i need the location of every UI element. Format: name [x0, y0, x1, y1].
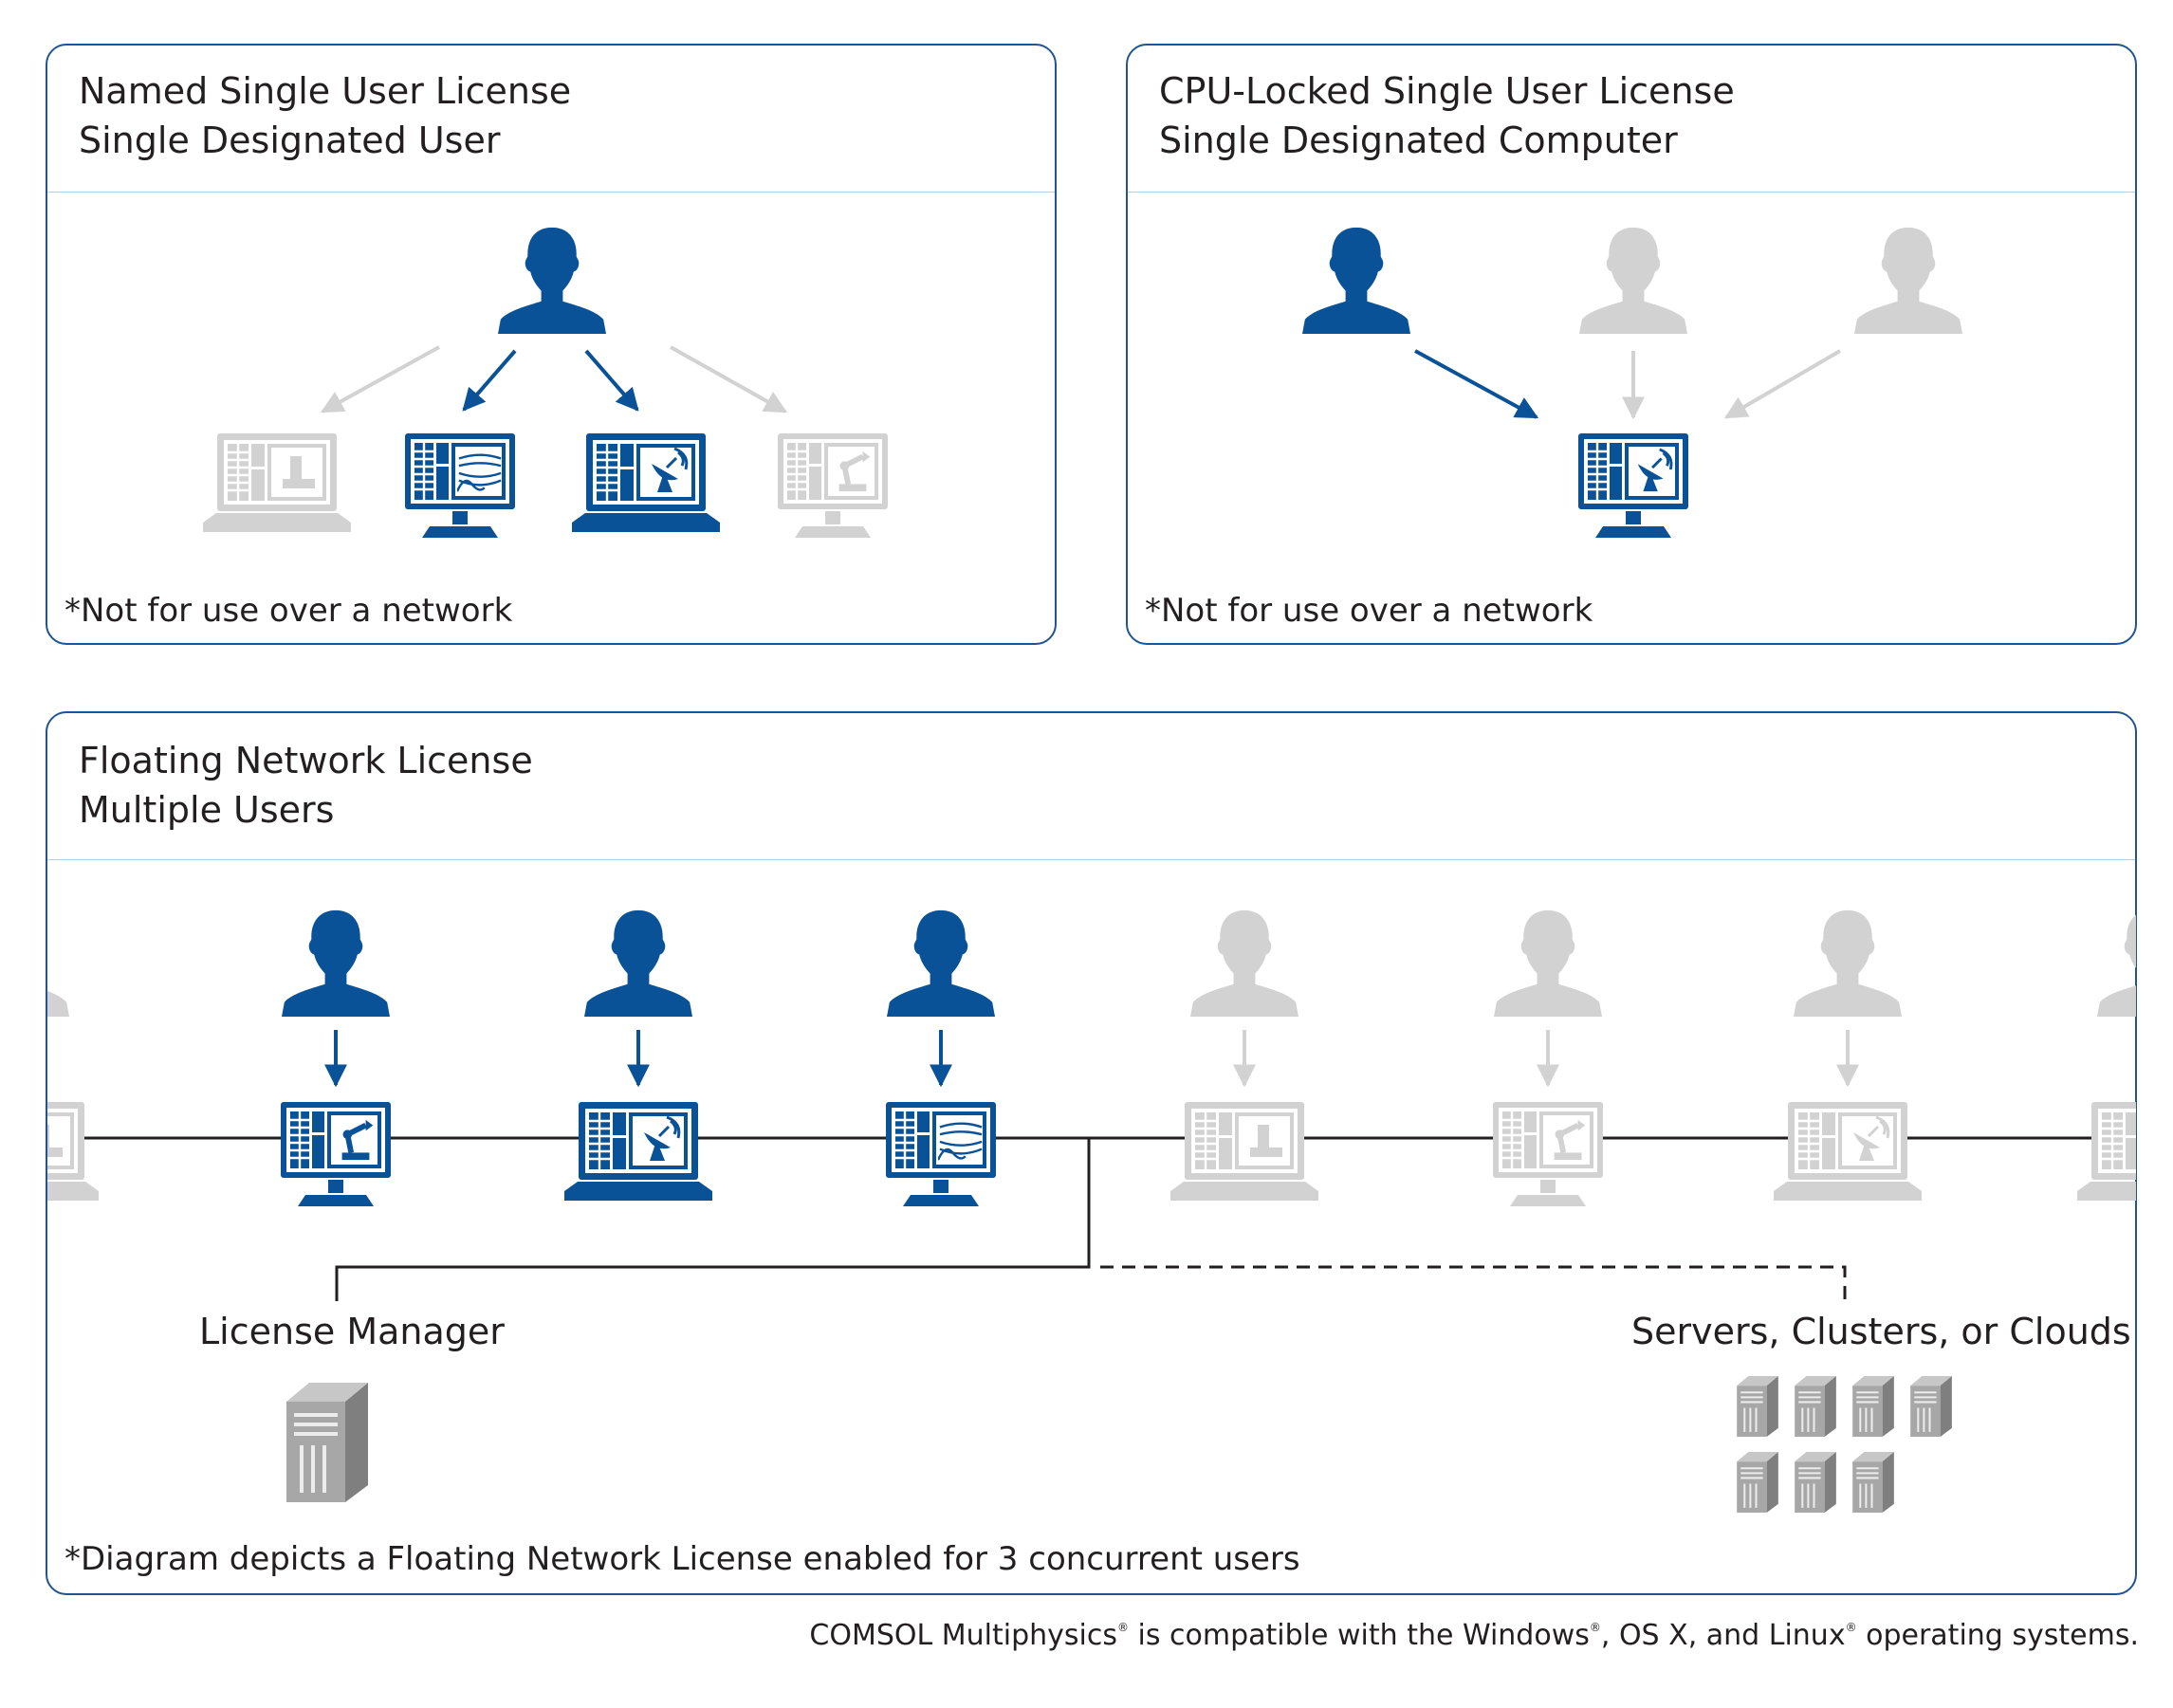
arrow-gray: [1723, 349, 1842, 419]
registered-mark: ®: [1589, 1621, 1601, 1634]
user-icon: [886, 909, 996, 1017]
server-icon: [1794, 1451, 1837, 1514]
panel-note: *Not for use over a network: [1145, 592, 1593, 630]
wave-graphic-icon: [938, 1115, 984, 1163]
user-icon: [1189, 909, 1299, 1017]
user-icon: [497, 226, 607, 334]
user-icon: [47, 909, 70, 1017]
footer-product: COMSOL Multiphysics: [809, 1619, 1117, 1652]
block-graphic-icon: [47, 1115, 72, 1163]
footer-text: , OS X, and Linux: [1600, 1619, 1846, 1652]
panel-header: Floating Network License Multiple Users: [47, 713, 2135, 860]
servers-link: [1100, 1265, 1847, 1301]
laptop-icon: [2075, 1100, 2136, 1210]
panel-subtitle: Single Designated User: [79, 119, 501, 161]
robot-arm-icon: [333, 1115, 378, 1163]
arrow-blue: [462, 349, 517, 412]
user-icon: [2096, 909, 2136, 1017]
named-license-panel: Named Single User License Single Designa…: [46, 44, 1057, 645]
arrow-gray: [670, 345, 788, 413]
block-graphic-icon: [1244, 1115, 1292, 1163]
server-icon: [1851, 1451, 1895, 1514]
user-icon: [583, 909, 693, 1017]
floating-icons-area: [47, 854, 2136, 1593]
satellite-dish-icon: [1846, 1115, 1893, 1163]
license-manager-link: [335, 1138, 1091, 1301]
satellite-dish-icon: [1630, 447, 1676, 494]
registered-mark: ®: [1845, 1621, 1857, 1634]
server-icon: [1851, 1375, 1895, 1438]
user-icon: [1853, 226, 1963, 334]
user-icon: [1493, 909, 1603, 1017]
user-icon: [281, 909, 391, 1017]
server-icon: [1736, 1451, 1779, 1514]
footer-text: is compatible with the Windows: [1129, 1619, 1590, 1652]
servers-label: Servers, Clusters, or Clouds: [1631, 1311, 2131, 1352]
panel-note: *Diagram depicts a Floating Network Lice…: [64, 1540, 1300, 1578]
arrow-blue: [584, 349, 639, 412]
panel-header: Named Single User License Single Designa…: [47, 46, 1055, 193]
server-icon: [1794, 1375, 1837, 1438]
license-server-icon: [285, 1381, 370, 1504]
satellite-dish-icon: [644, 447, 691, 494]
arrow-blue: [1414, 349, 1539, 419]
panel-note: *Not for use over a network: [64, 592, 513, 630]
block-graphic-icon: [277, 447, 324, 494]
panel-title: Named Single User License: [79, 70, 572, 112]
license-manager-label: License Manager: [199, 1311, 505, 1352]
panel-title: CPU-Locked Single User License: [1159, 70, 1735, 112]
satellite-dish-icon: [636, 1115, 684, 1163]
cpu-locked-license-panel: CPU-Locked Single User License Single De…: [1126, 44, 2137, 645]
panel-title: Floating Network License: [79, 740, 533, 781]
panel-header: CPU-Locked Single User License Single De…: [1128, 46, 2135, 193]
panel-subtitle: Multiple Users: [79, 789, 335, 831]
robot-arm-icon: [1545, 1115, 1591, 1163]
user-icon: [1793, 909, 1903, 1017]
panel-subtitle: Single Designated Computer: [1159, 119, 1678, 161]
registered-mark: ®: [1117, 1621, 1129, 1634]
robot-arm-icon: [830, 447, 875, 494]
user-icon: [1301, 226, 1411, 334]
server-icon: [1909, 1375, 1953, 1438]
wave-graphic-icon: [457, 447, 503, 494]
user-icon: [1578, 226, 1688, 334]
compatibility-footer: COMSOL Multiphysics® is compatible with …: [809, 1619, 2139, 1652]
server-icon: [1736, 1375, 1779, 1438]
footer-text: operating systems.: [1856, 1619, 2139, 1652]
arrow-gray: [320, 345, 440, 413]
